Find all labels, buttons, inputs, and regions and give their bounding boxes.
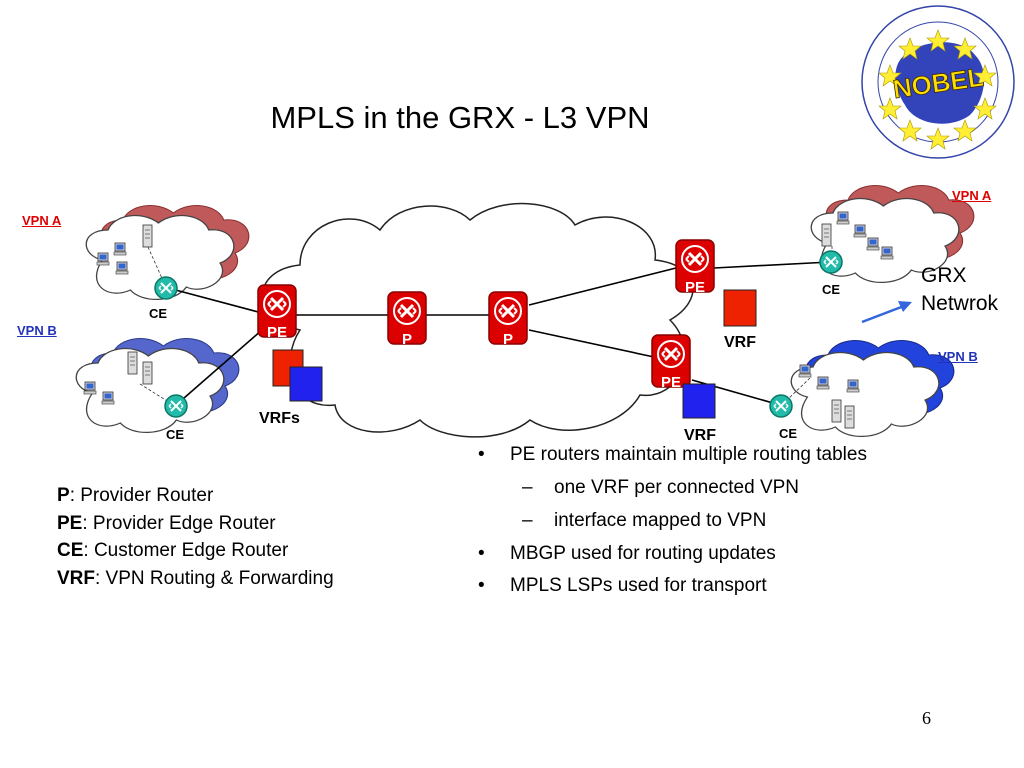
vpn-b-right-label: VPN B <box>938 349 978 364</box>
bullet-1: •PE routers maintain multiple routing ta… <box>478 444 867 465</box>
ce-label-2: CE <box>166 427 185 442</box>
cloud-vpn-b-left <box>75 337 240 434</box>
ce-router-vpn-b-left[interactable] <box>164 394 188 418</box>
legend: P: Provider Router PE: Provider Edge Rou… <box>57 482 334 592</box>
ce-router-vpn-b-right[interactable] <box>769 394 793 418</box>
vrf-bottom-right <box>682 383 716 419</box>
hosts-vpn-b-right <box>784 364 860 429</box>
vpn-b-left-label: VPN B <box>17 323 57 338</box>
p1-label: P <box>402 331 412 348</box>
legend-item-pe: PE: Provider Edge Router <box>57 512 276 534</box>
ce-router-vpn-a-left[interactable] <box>154 276 178 300</box>
pe-top-right-label: PE <box>685 279 705 296</box>
ce-label-4: CE <box>779 426 798 441</box>
grx-core-cloud <box>261 202 694 438</box>
sub-bullet-2: –interface mapped to VPN <box>522 510 767 531</box>
nobel-logo: NOBEL <box>861 5 1015 159</box>
slide-title: MPLS in the GRX - L3 VPN <box>270 100 650 135</box>
page-number: 6 <box>922 708 931 728</box>
p2-label: P <box>503 331 513 348</box>
pe-left-label: PE <box>267 324 287 341</box>
ce-router-vpn-a-right[interactable] <box>819 250 843 274</box>
pe-bottom-right-label: PE <box>661 374 681 391</box>
legend-item-vrf: VRF: VPN Routing & Forwarding <box>57 567 334 589</box>
vrfs-label: VRFs <box>259 410 300 427</box>
hosts-vpn-a-left <box>96 224 166 286</box>
nobel-logo-text: NOBEL <box>891 62 985 104</box>
ce-label-1: CE <box>149 306 168 321</box>
legend-item-ce: CE: Customer Edge Router <box>57 540 289 561</box>
vrf-top-right <box>723 289 757 327</box>
grx-label-line2: Netwrok <box>921 292 999 315</box>
bullet-3: •MPLS LSPs used for transport <box>478 575 767 596</box>
cloud-vpn-b-right <box>790 339 955 438</box>
vrf-stack-left <box>272 349 323 402</box>
bullet-2: •MBGP used for routing updates <box>478 543 776 564</box>
vrf-bottom-right-label: VRF <box>684 427 716 444</box>
vrf-top-right-label: VRF <box>724 334 756 351</box>
vpn-a-right-label: VPN A <box>952 188 992 203</box>
ce-label-3: CE <box>822 282 841 297</box>
sub-bullet-1: –one VRF per connected VPN <box>522 477 800 498</box>
legend-item-p: P: Provider Router <box>57 485 214 506</box>
grx-label-line1: GRX <box>921 264 967 287</box>
grx-network-label: GRX Netwrok <box>921 262 998 318</box>
grx-arrow <box>861 301 912 324</box>
vpn-a-left-label: VPN A <box>22 213 62 228</box>
